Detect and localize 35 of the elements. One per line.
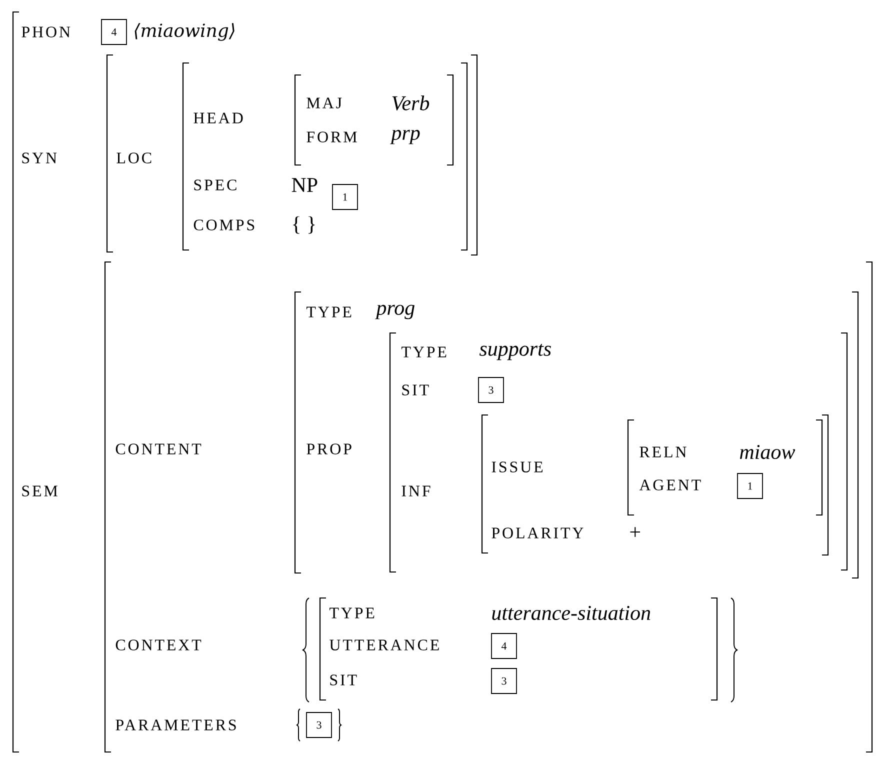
feature-name: SIT <box>402 384 429 396</box>
tag-box: 3 <box>491 668 517 694</box>
feature-name: INF <box>402 486 430 496</box>
feature-name: MAJ <box>306 98 342 108</box>
feature-name: SEM <box>22 486 58 496</box>
tag-box: 1 <box>737 473 763 499</box>
feature-name: HEAD <box>194 112 243 124</box>
feature-name: ISSUE <box>492 462 543 472</box>
feature-value: prog <box>374 304 414 320</box>
feature-name: POLARITY <box>492 528 584 538</box>
feature-value: ⟨miaowing⟩ <box>134 23 234 41</box>
feature-name: PROP <box>306 444 352 454</box>
feature-name: FORM <box>306 132 357 142</box>
feature-name: PARAMETERS <box>116 720 236 730</box>
feature-name: COMPS <box>194 220 254 230</box>
feature-value: NP <box>292 178 318 192</box>
feature-value: + <box>630 527 640 537</box>
feature-value: prp <box>390 130 420 144</box>
tag-box: 4 <box>491 633 517 659</box>
feature-name: CONTENT <box>116 444 202 454</box>
feature-value: { } <box>293 216 315 234</box>
tag-box: 3 <box>306 712 332 738</box>
tag-box: 4 <box>101 19 127 45</box>
tag-box: 3 <box>478 377 504 403</box>
feature-name: SIT <box>330 674 357 686</box>
feature-name: SPEC <box>194 180 236 190</box>
feature-name: CONTEXT <box>116 640 202 650</box>
feature-name: TYPE <box>306 306 352 318</box>
feature-name: UTTERANCE <box>330 640 439 650</box>
feature-name: TYPE <box>330 608 374 618</box>
feature-name: SYN <box>22 152 57 164</box>
feature-name: LOC <box>116 152 152 164</box>
feature-value: supports <box>479 344 551 360</box>
feature-name: AGENT <box>639 480 701 490</box>
tag-box: 1 <box>332 184 358 210</box>
